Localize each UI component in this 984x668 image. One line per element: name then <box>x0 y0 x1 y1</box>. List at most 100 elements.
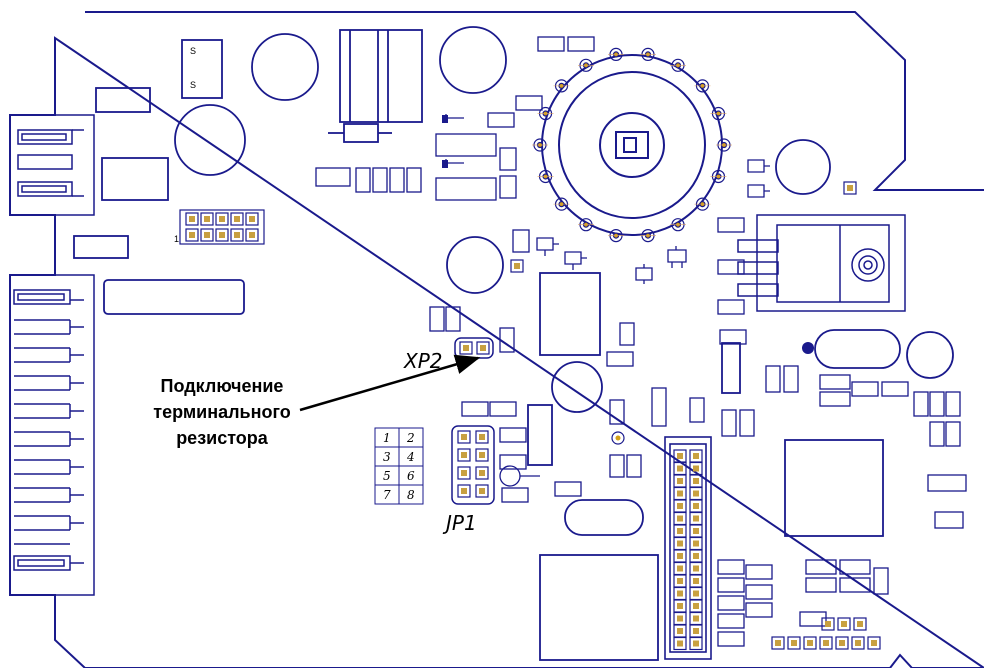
header-frame <box>179 209 265 245</box>
transistor-6 <box>747 184 770 198</box>
jp1-pin-hole <box>479 470 485 476</box>
xp2-pin <box>459 341 473 355</box>
single-pad <box>510 259 524 273</box>
jp1-header <box>451 425 495 505</box>
pin-label-2: 2 <box>406 431 415 445</box>
xp2-pin <box>476 341 490 355</box>
idc-pin-hole <box>693 628 699 634</box>
idc-pin-hole <box>693 515 699 522</box>
jp1-label: JP1 <box>442 511 477 535</box>
capacitor-medium-3 <box>775 139 831 195</box>
left-connector-bottom <box>9 274 95 596</box>
pin-label-7: 7 <box>383 488 391 502</box>
idc-pin-hole <box>677 465 683 472</box>
header-pin-hole <box>234 216 240 222</box>
idc-pin-hole <box>677 590 683 597</box>
header-pin <box>215 212 229 226</box>
jp1-pin-hole <box>461 452 467 458</box>
pin-table <box>374 427 424 505</box>
board-outline <box>9 11 984 668</box>
annotation-line-2: терминального <box>153 402 290 422</box>
pin-label-6: 6 <box>407 469 415 483</box>
idc-pin-hole <box>693 615 699 622</box>
idc-pin-hole <box>677 503 683 509</box>
idc-pin-hole <box>677 565 683 572</box>
capacitor-medium-4 <box>906 331 954 379</box>
transformer <box>339 29 423 123</box>
idc-pin-hole <box>693 453 699 459</box>
bottom-header-pin <box>821 617 835 631</box>
xp2-header <box>454 337 494 359</box>
header-pins-top <box>179 209 265 245</box>
header-pin-hole <box>189 216 195 222</box>
idc-pin-hole <box>677 553 683 559</box>
s-mark-2: S <box>190 80 196 90</box>
bottom-header-pin-hole <box>775 640 781 646</box>
bottom-header-pin-hole <box>791 640 797 646</box>
crystal <box>564 499 644 536</box>
jp1-pin <box>457 430 471 444</box>
jp1-pin <box>475 484 489 498</box>
transistor-1 <box>536 237 559 256</box>
header-pin <box>200 228 214 242</box>
jp1-pin <box>457 484 471 498</box>
bottom-header-pin <box>819 636 833 650</box>
rotary-switch <box>541 54 723 236</box>
transistor-3 <box>635 264 653 284</box>
bottom-header-pin <box>837 617 851 631</box>
idc-pin-hole <box>677 478 683 484</box>
pin-label-3: 3 <box>383 450 391 464</box>
bottom-header-pin-hole <box>807 640 813 646</box>
header-pin <box>185 212 199 226</box>
idc-pin-hole <box>693 603 699 609</box>
header-pin <box>230 212 244 226</box>
bottom-header-pin-hole <box>839 640 845 646</box>
jp1-pin <box>475 430 489 444</box>
bottom-header-pin <box>867 636 881 650</box>
rotary-pins <box>532 47 732 243</box>
header-pin-hole <box>234 232 240 238</box>
jp1-frame <box>451 425 495 505</box>
ic-qfp <box>784 439 884 537</box>
xp2-pin-hole <box>480 345 486 351</box>
relay <box>103 279 245 315</box>
jp1-pin <box>475 466 489 480</box>
header-pin-hole <box>189 232 195 238</box>
bottom-header-pin <box>835 636 849 650</box>
transistor-5 <box>747 159 770 173</box>
idc-pin <box>673 636 687 651</box>
header-pin <box>245 212 259 226</box>
idc-pin <box>689 636 703 651</box>
jp1-pin <box>457 466 471 480</box>
header-pin-hole <box>219 216 225 222</box>
idc-pin-hole <box>693 578 699 584</box>
single-pad-hole <box>847 185 853 191</box>
bottom-header-pin <box>803 636 817 650</box>
bottom-header-pin-hole <box>841 621 847 627</box>
annotation-arrow <box>299 354 481 412</box>
pin-label-1: 1 <box>383 431 391 445</box>
transistor-2 <box>564 251 587 270</box>
jp1-pin-hole <box>479 434 485 440</box>
bottom-header-pin-hole <box>857 621 863 627</box>
single-pad-hole <box>615 435 621 441</box>
header-pin <box>200 212 214 226</box>
idc-pin-hole <box>677 603 683 609</box>
single-pad <box>843 181 857 195</box>
bottom-header-pin-hole <box>871 640 877 646</box>
capacitor-large-3 <box>439 26 507 94</box>
header-pin-hole <box>249 216 255 222</box>
capacitor-medium-1 <box>446 236 504 294</box>
jp1-pin <box>475 448 489 462</box>
bottom-header <box>771 617 881 650</box>
idc-pin-hole <box>677 515 683 522</box>
bottom-header-pin <box>851 636 865 650</box>
bottom-header-pin-hole <box>825 621 831 627</box>
left-connector-top <box>9 114 95 216</box>
bottom-header-pin <box>853 617 867 631</box>
header-pin-hole <box>249 232 255 238</box>
idc-pin-hole <box>677 628 683 634</box>
bottom-header-pin-hole <box>855 640 861 646</box>
idc-pin-hole <box>677 578 683 584</box>
